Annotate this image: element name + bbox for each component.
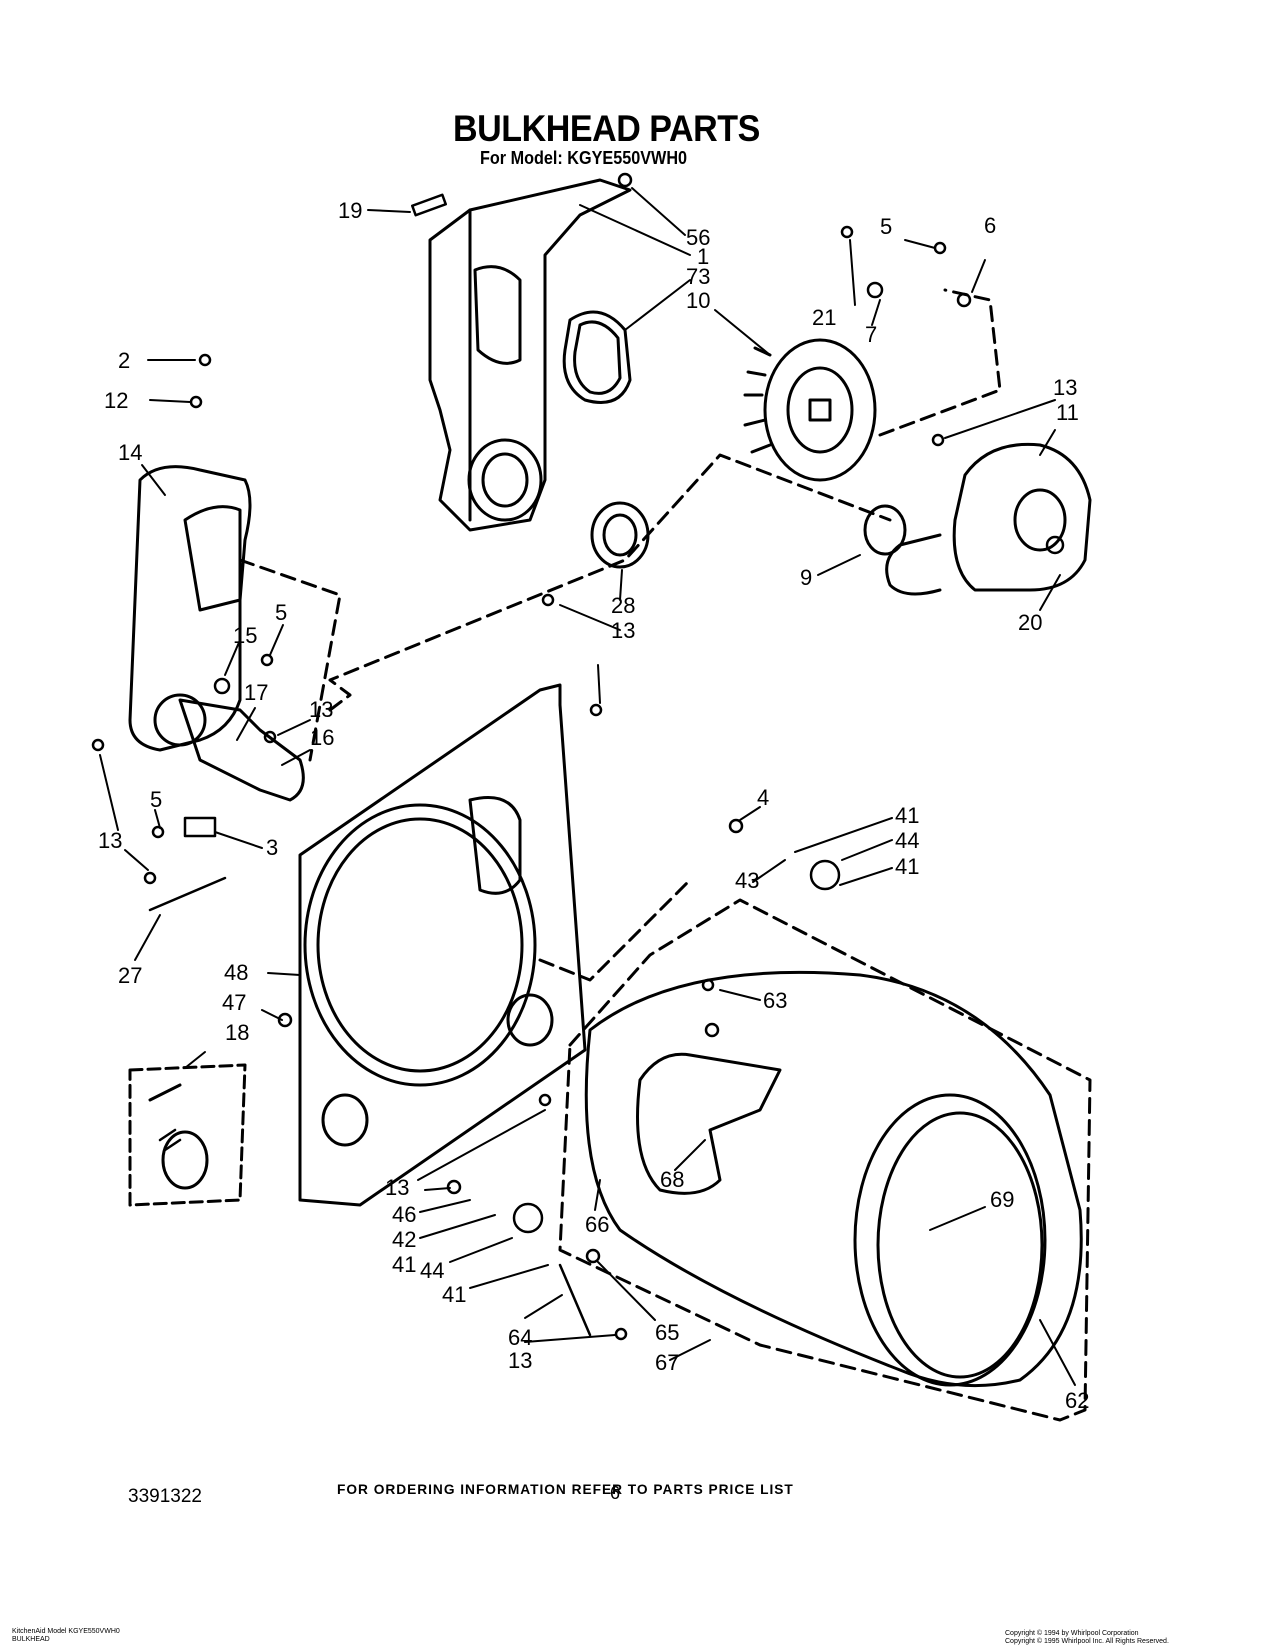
callout-5: 5 [880, 214, 892, 239]
callout-43: 43 [735, 868, 759, 893]
callout-73: 73 [686, 264, 710, 289]
callout-10: 10 [686, 288, 710, 313]
callout-11: 11 [1056, 400, 1079, 425]
callout-9: 9 [800, 565, 812, 590]
callout-41: 41 [392, 1252, 416, 1277]
callout-17: 17 [244, 680, 268, 705]
callout-7: 7 [865, 322, 877, 347]
copyright-line: Copyright © 1994 by Whirlpool Corporatio… [1005, 1630, 1139, 1637]
blower-wheel-part [743, 338, 877, 482]
drum-part [584, 970, 1083, 1388]
callout-65: 65 [655, 1320, 679, 1345]
fineprint-line: KitchenAid Model KGYE550VWH0 [12, 1628, 120, 1635]
callout-14: 14 [118, 440, 142, 465]
bottom-left-fineprint: KitchenAid Model KGYE550VWH0 BULKHEAD [12, 1628, 312, 1644]
callout-63: 63 [763, 988, 787, 1013]
callout-28: 28 [611, 593, 635, 618]
blower-housing-part [885, 442, 1092, 596]
ordering-note: FOR ORDERING INFORMATION REFER TO PARTS … [337, 1481, 794, 1497]
hardware-parts [91, 172, 1065, 1341]
model-subtitle: For Model: KGYE550VWH0 [480, 148, 688, 168]
callout-67: 67 [655, 1350, 679, 1375]
callout-13: 13 [1053, 375, 1077, 400]
callout-56: 56 [686, 225, 710, 250]
callout-3: 3 [266, 835, 278, 860]
callout-44: 44 [420, 1258, 444, 1283]
callout-16: 16 [310, 725, 334, 750]
part-callouts: 19 56 1 73 10 5 6 21 7 2 12 13 11 14 9 2… [98, 198, 1089, 1413]
duct-seal-ring [562, 310, 632, 404]
callout-13: 13 [385, 1175, 409, 1200]
callout-4: 4 [757, 785, 769, 810]
callout-5: 5 [275, 600, 287, 625]
callout-48: 48 [224, 960, 248, 985]
callout-64: 64 [508, 1325, 532, 1350]
callout-1: 1 [697, 244, 709, 269]
callout-62: 62 [1065, 1388, 1089, 1413]
callout-6: 6 [984, 213, 996, 238]
gasket-28 [590, 501, 650, 569]
callout-27: 27 [118, 963, 142, 988]
seal-9 [863, 504, 907, 556]
lint-duct-part [178, 698, 305, 802]
callout-13: 13 [611, 618, 635, 643]
callout-15: 15 [233, 623, 257, 648]
callout-44: 44 [895, 828, 919, 853]
callout-13: 13 [508, 1348, 532, 1373]
page-title: BULKHEAD PARTS [453, 108, 760, 149]
callout-47: 47 [222, 990, 246, 1015]
callout-5: 5 [150, 787, 162, 812]
callout-12: 12 [104, 388, 128, 413]
page-number: 6 [610, 1483, 621, 1503]
callout-66: 66 [585, 1212, 609, 1237]
bulkhead-panel-part [298, 683, 587, 1207]
wire-harness-part [128, 1063, 247, 1207]
callout-20: 20 [1018, 610, 1042, 635]
bottom-right-fineprint: Copyright © 1994 by Whirlpool Corporatio… [1005, 1630, 1265, 1646]
fineprint-line: BULKHEAD [12, 1636, 50, 1643]
callout-46: 46 [392, 1202, 416, 1227]
callout-13: 13 [98, 828, 122, 853]
callout-41: 41 [895, 803, 919, 828]
callout-21: 21 [812, 305, 836, 330]
callout-18: 18 [225, 1020, 249, 1045]
callout-19: 19 [338, 198, 362, 223]
callout-41: 41 [895, 854, 919, 879]
callout-2: 2 [118, 348, 130, 373]
callout-41: 41 [442, 1282, 466, 1307]
callout-69: 69 [990, 1187, 1014, 1212]
document-number: 3391322 [128, 1486, 202, 1507]
callout-42: 42 [392, 1227, 416, 1252]
copyright-line: Copyright © 1995 Whirlpool Inc. All Righ… [1005, 1638, 1169, 1645]
front-panel-part [128, 465, 252, 752]
callout-13: 13 [309, 697, 333, 722]
air-duct-part [428, 178, 632, 532]
callout-68: 68 [660, 1167, 684, 1192]
